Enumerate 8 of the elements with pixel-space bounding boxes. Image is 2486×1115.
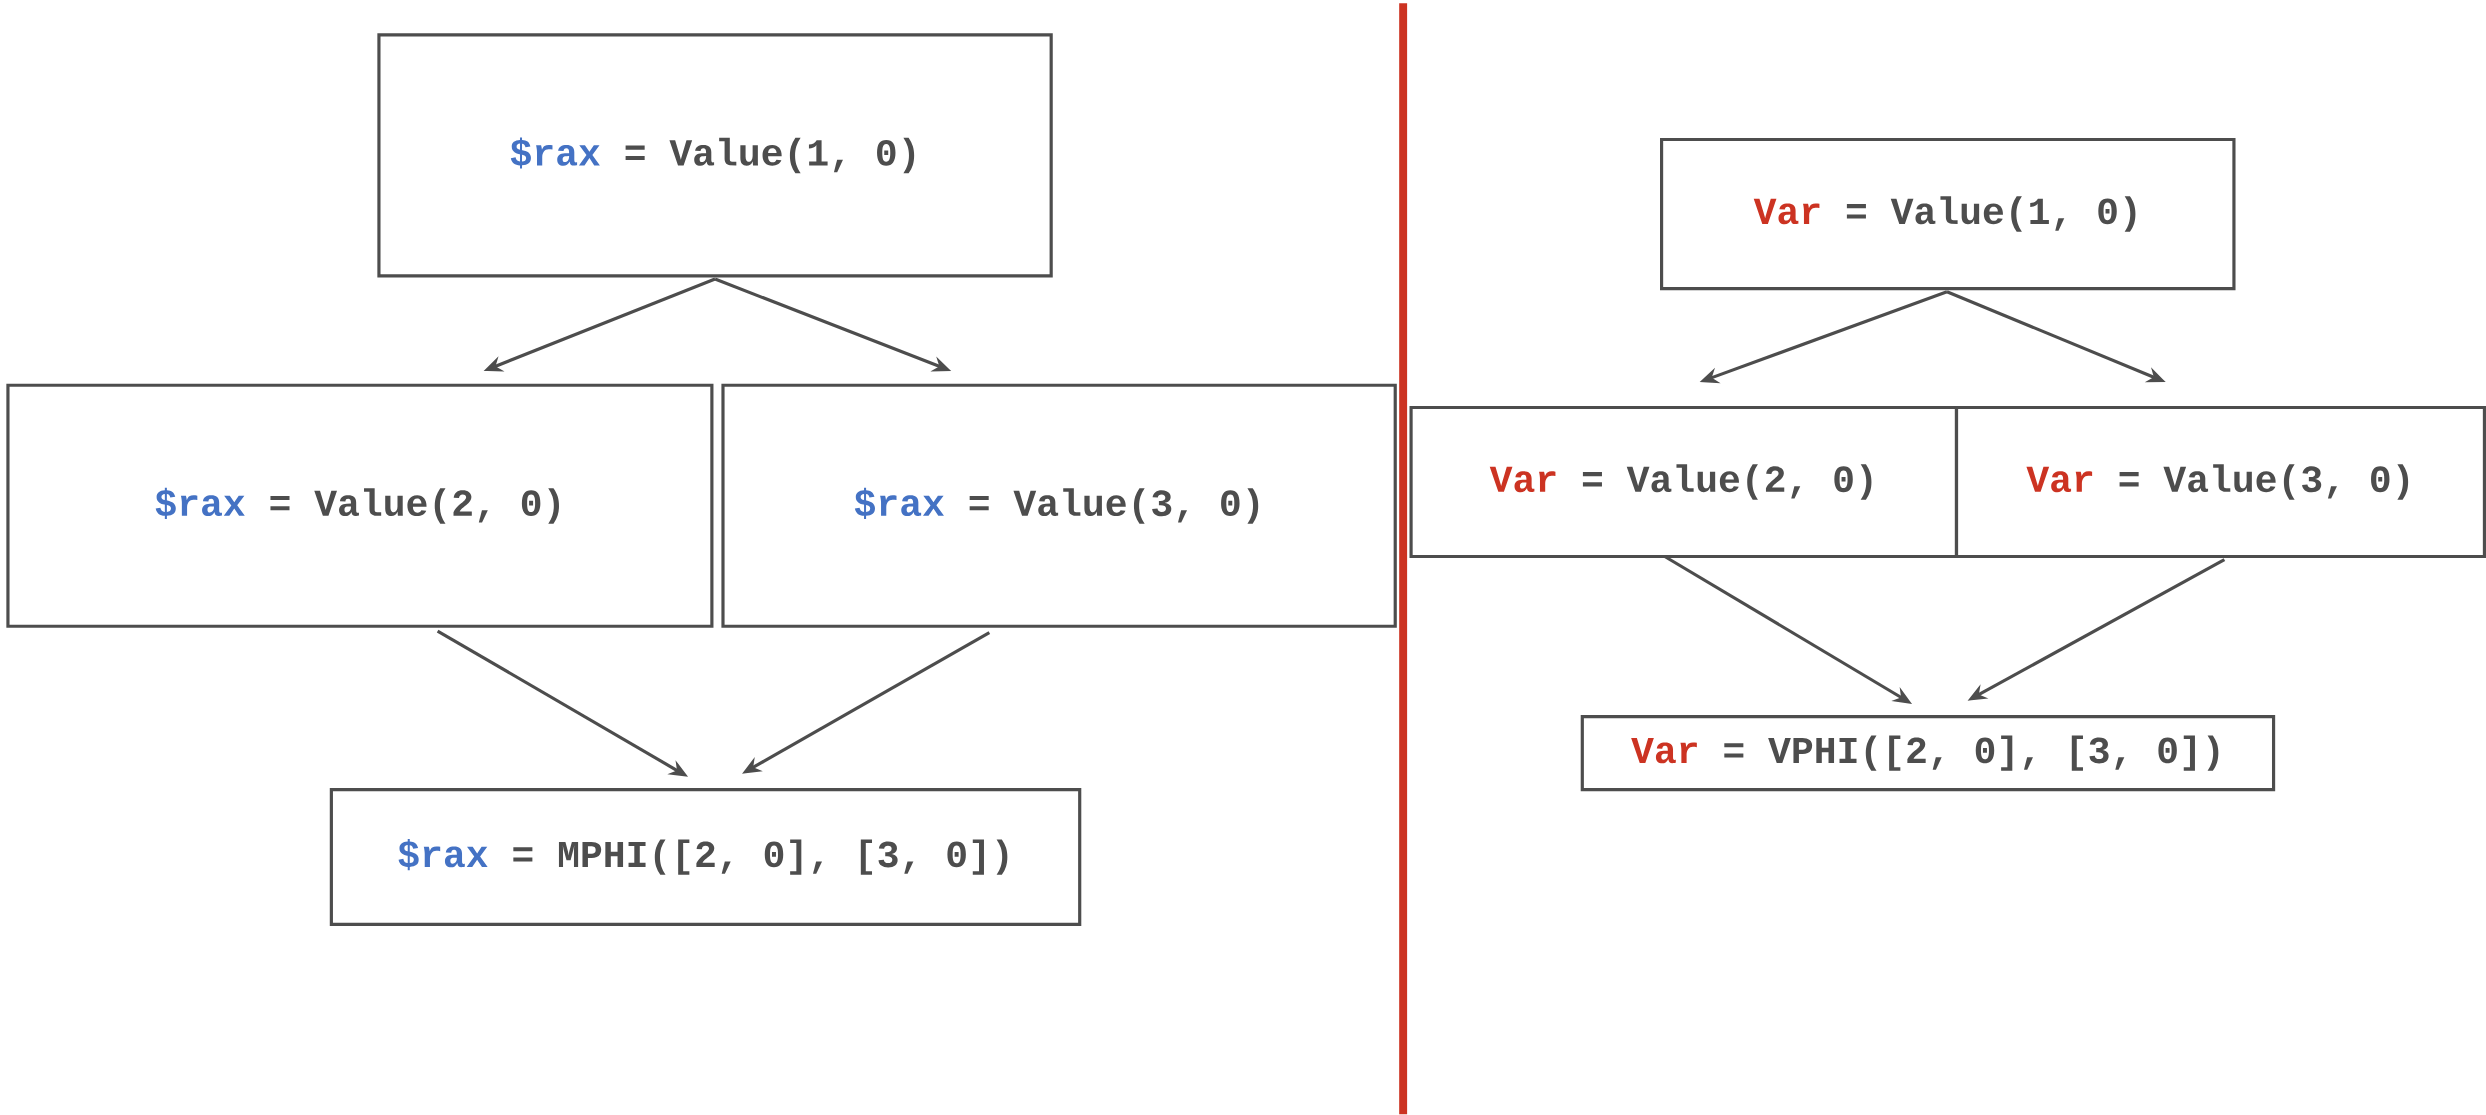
code-box: Var = Value(1, 0) xyxy=(1660,138,2236,291)
code-box: $rax = MPHI([2, 0], [3, 0]) xyxy=(329,788,1082,927)
code-box: Var = VPHI([2, 0], [3, 0]) xyxy=(1580,715,2276,792)
code-box: Var = Value(3, 0) xyxy=(1954,406,2486,559)
code-box: Var = Value(2, 0) xyxy=(1409,406,1959,559)
code-box: $rax = Value(3, 0) xyxy=(721,383,1397,629)
code-box: $rax = Value(2, 0) xyxy=(6,383,714,629)
code-box: $rax = Value(1, 0) xyxy=(377,33,1053,278)
